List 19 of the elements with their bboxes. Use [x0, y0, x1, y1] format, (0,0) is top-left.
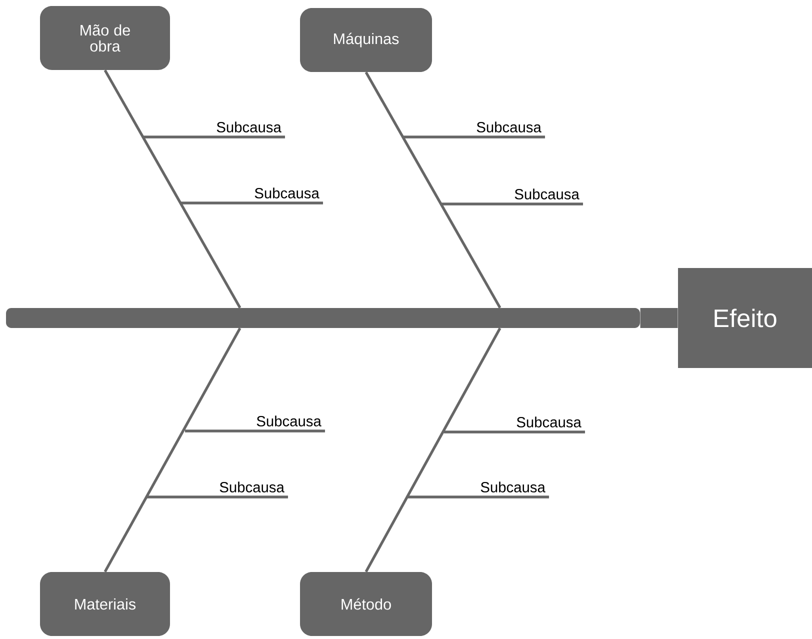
spine-bar: [6, 308, 640, 328]
subcause-label: Subcausa: [256, 416, 322, 426]
category-box: Mão de obra: [40, 6, 170, 70]
category-box: Método: [300, 572, 432, 636]
subcause-label: Subcausa: [254, 188, 320, 198]
subcause-label: Subcausa: [516, 416, 582, 428]
effect-box: Efeito: [678, 268, 812, 368]
subcause-label: Subcausa: [480, 482, 546, 492]
bone-line: [104, 328, 242, 572]
category-box: Máquinas: [300, 8, 432, 72]
subcause-label: Subcausa: [514, 188, 580, 200]
subcause-label: Subcausa: [220, 482, 284, 492]
subcause-label: Subcausa: [476, 122, 542, 132]
bone-line: [364, 72, 502, 308]
bone-line: [364, 328, 502, 572]
category-box: Materiais: [40, 572, 170, 636]
spine-line: [640, 308, 678, 328]
bone-line: [104, 70, 242, 308]
subcause-label: Subcausa: [216, 122, 282, 132]
